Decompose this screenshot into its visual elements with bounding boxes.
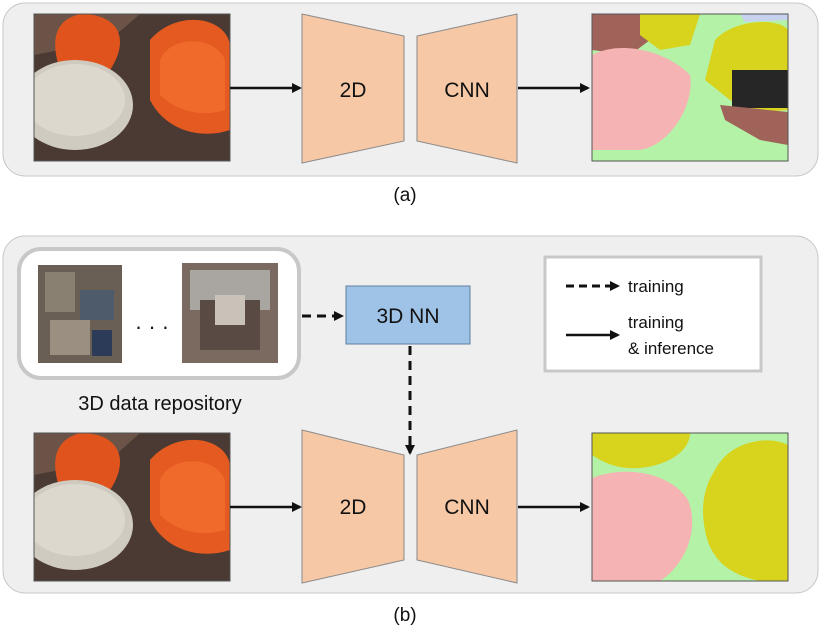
nn-box (345, 285, 471, 345)
legend-training-label: training (628, 277, 684, 296)
repository-ellipsis: · · · (135, 314, 169, 339)
encoder-label-b: 2D (340, 496, 367, 519)
cnn-decoder-a (416, 13, 518, 164)
caption-a: (a) (393, 185, 416, 206)
legend-training-inference-line2: & inference (628, 339, 714, 358)
cnn-encoder-b (301, 429, 405, 584)
encoder-label-a: 2D (340, 79, 367, 102)
caption-b: (b) (393, 605, 416, 626)
nn-label: 3D NN (376, 305, 439, 328)
segmentation-output-b (592, 433, 788, 581)
input-photo-a (34, 14, 230, 161)
cnn-decoder-b (416, 429, 518, 584)
input-photo-b (34, 433, 230, 581)
decoder-label-b: CNN (444, 496, 490, 519)
scan-thumbnail-2 (182, 263, 278, 363)
repository-label: 3D data repository (78, 393, 241, 415)
scan-thumbnail-1 (38, 265, 122, 363)
cnn-encoder-a (301, 13, 405, 164)
legend-training-inference-line1: training (628, 313, 684, 332)
segmentation-output-a (592, 14, 788, 161)
decoder-label-a: CNN (444, 79, 490, 102)
legend-box (543, 255, 763, 373)
